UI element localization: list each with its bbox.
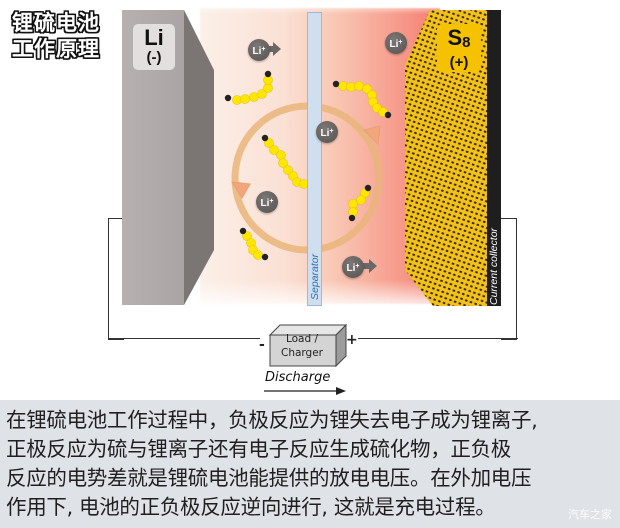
lithium-ion: Li+ bbox=[316, 121, 338, 143]
anode-polarity: (-) bbox=[146, 49, 162, 66]
cathode-symbol: S8 bbox=[447, 25, 471, 52]
current-collector bbox=[487, 10, 501, 306]
cathode-polarity: (+) bbox=[449, 54, 469, 71]
lithium-ion: Li+ bbox=[256, 191, 278, 213]
circuit-wire-right-bottom bbox=[358, 338, 518, 339]
separator-label: Separator bbox=[309, 253, 321, 300]
lithium-ion: Li+ bbox=[342, 256, 364, 278]
polysulfide-layer bbox=[224, 70, 392, 261]
ring-arrow-right-icon bbox=[363, 125, 381, 146]
anode-symbol: Li bbox=[144, 25, 164, 50]
caption-panel: 在锂硫电池工作过程中，负极反应为锂失去电子成为锂离子, 正极反应为硫与锂离子还有… bbox=[0, 400, 620, 528]
circuit-wire-left bbox=[108, 218, 124, 340]
separator bbox=[307, 12, 322, 306]
electrolyte-fade-bottom bbox=[190, 280, 460, 310]
electrolyte-fade-top bbox=[190, 0, 460, 14]
circuit-wire-left-bottom bbox=[108, 338, 260, 339]
discharge-arrow-icon bbox=[264, 387, 346, 395]
lithium-ion: Li+ bbox=[385, 32, 407, 54]
anode-label: Li (-) bbox=[133, 24, 175, 70]
load-charger-label: Load / Charger bbox=[281, 333, 323, 359]
ion-arrow-right-icon bbox=[360, 259, 377, 273]
negative-terminal: - bbox=[259, 337, 265, 353]
watermark: 汽车之家 bbox=[568, 508, 612, 521]
caption-line-2: 正极反应为硫与锂离子还有电子反应生成硫化物，正负极 bbox=[6, 437, 511, 461]
caption-line-3: 反应的电势差就是锂硫电池能提供的放电电压。在外加电压 bbox=[6, 466, 532, 490]
lithium-ion: Li+ bbox=[248, 39, 270, 61]
positive-terminal: + bbox=[346, 332, 358, 348]
ring-arrow-left-icon bbox=[231, 181, 251, 199]
diagram-title: 锂硫电池 工作原理 bbox=[12, 10, 100, 62]
caption-line-4: 作用下, 电池的正负极反应逆向进行, 这就是充电过程。 bbox=[6, 495, 496, 519]
lithium-anode-side bbox=[184, 10, 214, 305]
lithium-sulfur-battery-diagram: 锂硫电池 工作原理 Li (-) Current collector S8 (+… bbox=[12, 0, 518, 395]
title-line-2: 工作原理 bbox=[12, 37, 100, 61]
discharge-label: Discharge bbox=[265, 370, 331, 385]
caption-line-1: 在锂硫电池工作过程中，负极反应为锂失去电子成为锂离子, bbox=[6, 408, 538, 432]
load-charger-box bbox=[268, 323, 348, 368]
ion-arrow-right-icon bbox=[264, 42, 281, 56]
cathode-label: S8 (+) bbox=[437, 24, 481, 72]
title-line-1: 锂硫电池 bbox=[12, 11, 100, 35]
circuit-wire-right bbox=[501, 218, 517, 340]
sulfur-cathode bbox=[405, 10, 495, 306]
